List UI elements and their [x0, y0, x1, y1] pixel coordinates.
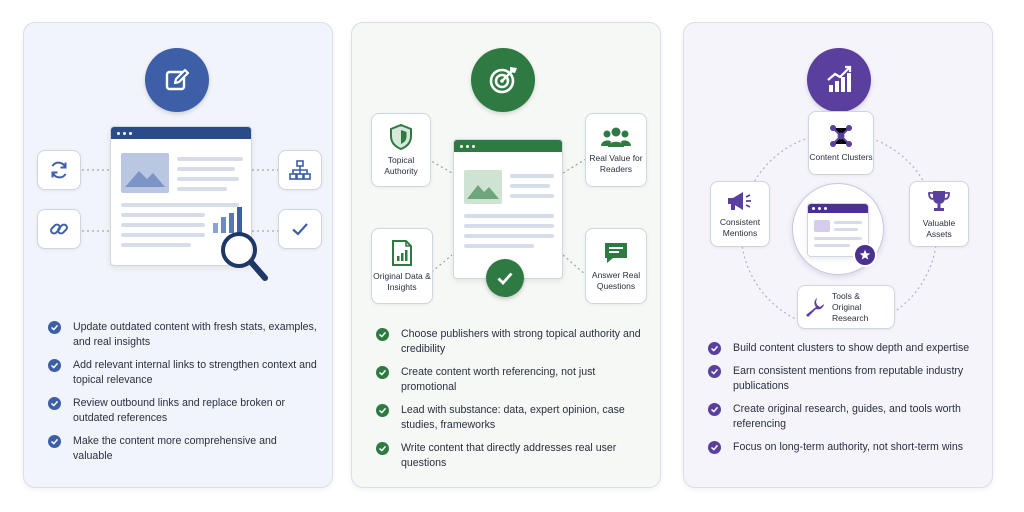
- people-icon: [601, 127, 631, 147]
- check-box: [278, 209, 322, 249]
- sitemap-box: [278, 150, 322, 190]
- content-clusters-box: Content Clusters: [808, 111, 874, 175]
- list-item: Update outdated content with fresh stats…: [48, 320, 318, 350]
- growth-chart-icon: [807, 48, 871, 112]
- sitemap-icon: [289, 160, 311, 180]
- check-circle-icon: [48, 321, 61, 334]
- check-circle-icon: [376, 404, 389, 417]
- edit-icon: [145, 48, 209, 112]
- check-icon: [292, 223, 308, 236]
- wrench-icon: [806, 298, 824, 317]
- target-icon: [471, 48, 535, 112]
- list-item: Make the content more comprehensive and …: [48, 434, 318, 464]
- star-icon: [853, 243, 877, 267]
- panel-content-refresh: Update outdated content with fresh stats…: [23, 22, 333, 488]
- check-circle-icon: [486, 259, 524, 297]
- document-chart-icon: [392, 240, 412, 266]
- shield-icon: [390, 123, 412, 151]
- check-circle-icon: [376, 366, 389, 379]
- list-item: Choose publishers with strong topical au…: [376, 327, 646, 357]
- list-item: Create content worth referencing, not ju…: [376, 365, 646, 395]
- list-item: Focus on long-term authority, not short-…: [708, 440, 978, 455]
- bullet-list: Build content clusters to show depth and…: [708, 341, 978, 463]
- magnifier-icon: [221, 232, 268, 281]
- answer-questions-box: Answer Real Questions: [585, 228, 647, 304]
- valuable-assets-box: Valuable Assets: [909, 181, 969, 247]
- list-item: Earn consistent mentions from reputable …: [708, 364, 978, 394]
- bullet-list: Update outdated content with fresh stats…: [48, 320, 318, 472]
- check-circle-icon: [48, 397, 61, 410]
- check-circle-icon: [48, 435, 61, 448]
- real-value-box: Real Value for Readers: [585, 113, 647, 187]
- link-box: [37, 209, 81, 249]
- bullet-list: Choose publishers with strong topical au…: [376, 327, 646, 479]
- check-circle-icon: [708, 403, 721, 416]
- panel-publisher-authority: Topical Authority Real Value for Readers…: [351, 22, 661, 488]
- image-placeholder: [464, 170, 502, 204]
- original-data-box: Original Data & Insights: [371, 228, 433, 304]
- link-icon: [50, 223, 68, 235]
- list-item: Review outbound links and replace broken…: [48, 396, 318, 426]
- refresh-box: [37, 150, 81, 190]
- network-icon: [830, 124, 852, 147]
- topical-authority-box: Topical Authority: [371, 113, 431, 187]
- browser-window: [453, 139, 563, 279]
- list-item: Build content clusters to show depth and…: [708, 341, 978, 356]
- trophy-icon: [928, 191, 950, 211]
- consistent-mentions-box: Consistent Mentions: [710, 181, 770, 247]
- megaphone-icon: [728, 192, 751, 210]
- check-circle-icon: [708, 342, 721, 355]
- list-item: Create original research, guides, and to…: [708, 402, 978, 432]
- chat-icon: [605, 243, 627, 263]
- check-circle-icon: [708, 441, 721, 454]
- check-circle-icon: [48, 359, 61, 372]
- list-item: Lead with substance: data, expert opinio…: [376, 403, 646, 433]
- list-item: Write content that directly addresses re…: [376, 441, 646, 471]
- refresh-icon: [51, 161, 67, 179]
- list-item: Add relevant internal links to strengthe…: [48, 358, 318, 388]
- check-circle-icon: [376, 442, 389, 455]
- check-circle-icon: [708, 365, 721, 378]
- connector-lines: [82, 169, 278, 232]
- image-placeholder: [121, 153, 169, 193]
- panel-long-term-authority: Content Clusters Consistent Mentions Val…: [683, 22, 993, 488]
- tools-research-box: Tools & Original Research: [797, 285, 895, 329]
- check-circle-icon: [376, 328, 389, 341]
- bar-chart-icon: [213, 207, 242, 233]
